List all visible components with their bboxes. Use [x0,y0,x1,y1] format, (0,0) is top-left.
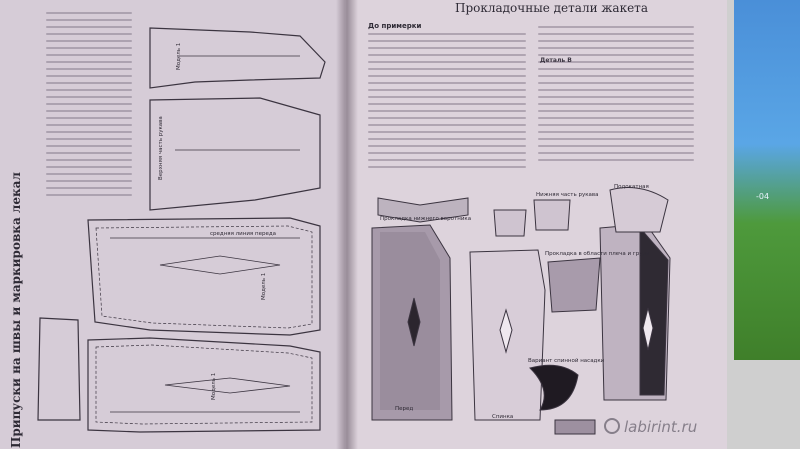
pattern-piece-small [37,317,81,421]
pattern-piece-front [87,217,321,336]
watermark-text: labirint.ru [624,418,698,436]
label-pocket-variant: Вариант спинной насадки [528,357,605,364]
pattern-piece-sleeve-top [149,27,326,89]
shoulder-interfacing [547,257,601,313]
screen-clock: -04 [756,192,770,201]
sleeve-lower-small [533,199,571,231]
detail-b-heading: Деталь В [540,57,572,64]
label-collar-interfacing: Прокладка нижнего воротника [380,216,471,222]
collar-interfacing [377,197,469,223]
label-sleeve-upper: Верхняя часть рукава [158,116,164,180]
label-front: Перед [395,406,413,412]
right-page-title: Прокладочные детали жакета [455,1,648,15]
shoulder-pad-top [609,187,669,233]
watermark: labirint.ru [604,418,697,436]
label-model-front: Модель 1 [261,273,267,300]
label-sleeve-lower: Нижняя часть рукава [536,192,599,198]
right-text-column-2 [538,26,694,166]
right-text-column-1 [368,33,526,173]
left-page [0,0,352,449]
section-heading: До примерки [368,22,422,30]
sleeve-upper-small [493,209,527,237]
pattern-piece-sleeve-middle [149,97,321,211]
label-back: Спинка [492,414,513,420]
label-shoulder-interfacing: Прокладка в области плеча и груди [545,251,650,257]
left-text-column [46,12,132,201]
labirint-logo-icon [604,418,620,434]
label-shoulder-pad: Подокатная [614,184,649,190]
label-model-back: Модель 1 [211,373,217,400]
pattern-piece-back [87,337,321,433]
label-model-sleeve: Модель 1 [176,43,182,70]
book-gutter [336,0,358,449]
label-grain-front: средняя линия переда [210,231,276,237]
monitor-screen [734,0,800,360]
pocket-shape [529,364,579,411]
